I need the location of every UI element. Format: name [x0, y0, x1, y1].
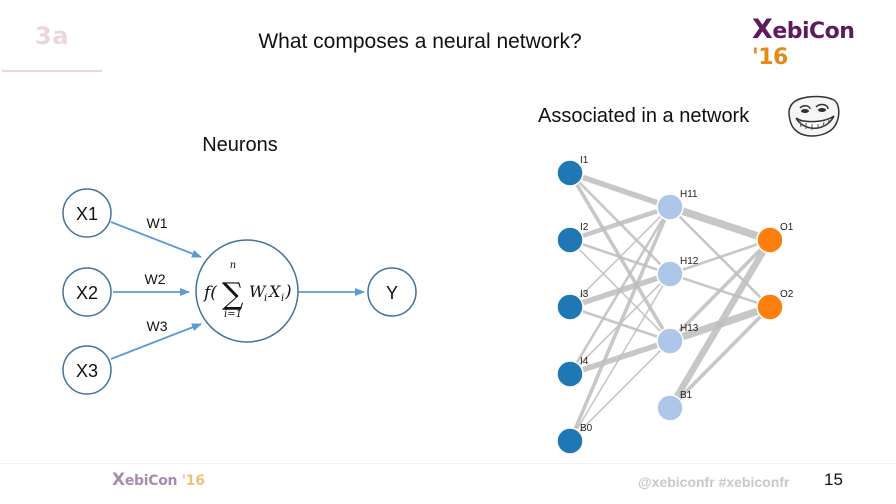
weight-label-w2: W2	[145, 271, 166, 287]
node-label: H13	[680, 323, 699, 334]
network-node-o2: O2	[756, 289, 794, 321]
arrow-x3-neuron	[110, 323, 202, 360]
troll-face-icon	[788, 95, 840, 137]
edge-h13-o1	[668, 238, 772, 343]
weight-label-w3: W3	[147, 318, 168, 334]
edge-h11-o1	[668, 203, 772, 244]
network-node-b1: B1	[656, 390, 693, 422]
node-label: H11	[680, 189, 698, 200]
edge-b0-h13	[569, 340, 671, 442]
edge-b1-o1	[667, 238, 773, 410]
formula-f: f(	[202, 283, 217, 303]
node-label: H12	[680, 256, 699, 267]
network-node-b0: B0	[556, 423, 593, 455]
node-circle	[556, 293, 584, 321]
node-label: I1	[580, 155, 589, 166]
node-label: I3	[580, 289, 589, 300]
formula-x: X	[267, 282, 281, 301]
network-node-o1: O1	[756, 222, 794, 254]
network-node-h12: H12	[656, 256, 699, 288]
slide-title: What composes a neural network?	[258, 30, 582, 53]
formula-w: W	[249, 282, 267, 301]
edge-i2-h11	[569, 204, 671, 243]
node-circle	[556, 159, 584, 187]
node-circle	[556, 226, 584, 254]
edge-i1-h11	[569, 170, 671, 210]
input-node-x1: X1	[62, 188, 112, 238]
footer-logo-x: X	[112, 470, 125, 490]
social-handles: @xebiconfr #xebiconfr	[638, 474, 790, 490]
footer-logo-year: '16	[181, 473, 205, 489]
output-node-y: Y	[367, 267, 417, 317]
node-circle	[656, 260, 684, 288]
edge-b1-o2	[668, 305, 772, 410]
neuron-node: f( ∑ n i=1 W i X i )	[195, 239, 299, 343]
formula-close: )	[284, 282, 292, 302]
input-node-x3: X3	[62, 345, 112, 395]
input-label: X3	[76, 361, 98, 381]
input-node-x2: X2	[62, 267, 112, 317]
network-node-i2: I2	[556, 222, 589, 254]
network-heading: Associated in a network	[538, 105, 750, 127]
edge-h12-o1	[669, 238, 771, 276]
node-circle	[756, 226, 784, 254]
node-circle	[656, 394, 684, 422]
network-edges	[568, 170, 773, 442]
section-tag: 3a	[35, 22, 69, 50]
input-label: X2	[76, 283, 98, 303]
logo-text: ebiCon	[772, 19, 855, 44]
edge-b0-h12	[569, 273, 671, 442]
sigma-icon: ∑	[222, 277, 244, 312]
output-label: Y	[386, 283, 398, 303]
formula-upper: n	[230, 260, 236, 271]
page-number: 15	[824, 470, 843, 489]
footer-divider	[0, 463, 896, 464]
xebicon-logo: XebiCon '16	[752, 14, 896, 70]
network-node-i4: I4	[556, 356, 589, 388]
neurons-heading: Neurons	[202, 134, 278, 156]
node-circle	[556, 360, 584, 388]
node-circle	[656, 327, 684, 355]
node-label: O1	[780, 222, 794, 233]
edge-b0-h11	[568, 206, 672, 442]
footer-logo-text: ebiCon	[124, 473, 178, 489]
input-label: X1	[76, 204, 98, 224]
network-node-i3: I3	[556, 289, 589, 321]
node-circle	[556, 427, 584, 455]
network-node-i1: I1	[556, 155, 589, 187]
node-label: O2	[780, 289, 794, 300]
formula-lower: i=1	[224, 309, 242, 320]
footer-logo: XebiCon '16	[112, 470, 205, 490]
node-label: I4	[580, 356, 589, 367]
node-label: B0	[580, 423, 593, 434]
node-circle	[656, 193, 684, 221]
formula-sub-x: i	[281, 293, 284, 304]
node-label: I2	[580, 222, 589, 233]
arrow-x1-neuron	[110, 221, 202, 258]
edge-i4-h11	[568, 206, 672, 375]
node-circle	[756, 293, 784, 321]
logo-x: X	[752, 14, 773, 45]
logo-year: '16	[752, 45, 788, 70]
formula-sub-w: i	[264, 293, 267, 304]
edge-i3-h11	[569, 206, 671, 308]
network-node-h11: H11	[656, 189, 698, 221]
section-tag-underline	[2, 70, 102, 72]
network-node-h13: H13	[656, 323, 699, 355]
node-label: B1	[680, 390, 693, 401]
weight-label-w1: W1	[147, 215, 168, 231]
